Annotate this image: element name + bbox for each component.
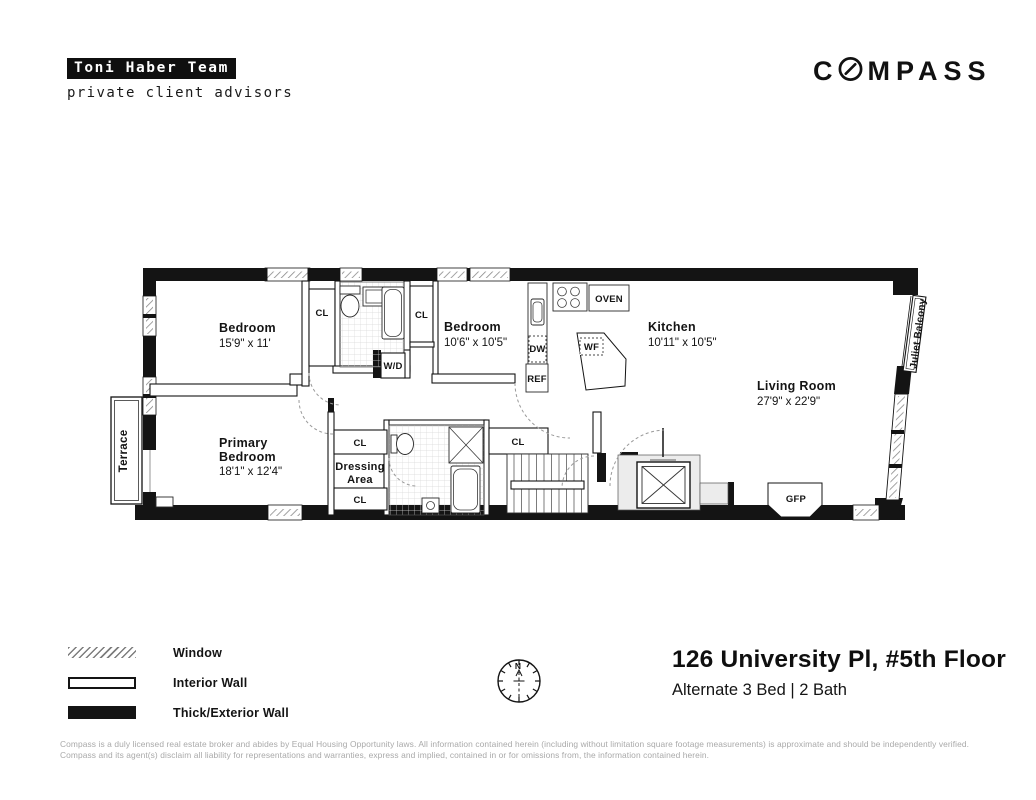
living-room-name: Living Room [757, 379, 836, 393]
oven-label: OVEN [595, 294, 623, 305]
address-title: 126 University Pl, #5th Floor [672, 646, 1006, 673]
washer-dryer-label: W/D [383, 361, 402, 372]
terrace: Terrace [110, 396, 143, 505]
closet-label: CL [315, 308, 328, 319]
staircase [506, 453, 589, 514]
team-name: Toni Haber Team [67, 58, 236, 79]
elevator [617, 428, 729, 511]
legend-exterior-wall-label: Thick/Exterior Wall [173, 705, 289, 720]
legend-row-exterior-wall: Thick/Exterior Wall [68, 705, 289, 720]
dressing-area-line1: Dressing [335, 461, 384, 473]
fireplace-label: GFP [786, 494, 807, 505]
disclaimer-text: Compass is a duly licensed real estate b… [60, 739, 970, 760]
closets: CL CL CL CL CL [315, 308, 549, 511]
window-swatch-icon [68, 647, 136, 658]
refrigerator-label: REF [527, 374, 547, 385]
legend-interior-wall-label: Interior Wall [173, 675, 248, 690]
compass-o-needle-icon [837, 54, 864, 88]
legend: Window Interior Wall Thick/Exterior Wall [68, 646, 289, 736]
compass-logo-rest: MPASS [867, 55, 992, 86]
legend-window-label: Window [173, 645, 222, 660]
interior-wall-swatch-icon [68, 676, 136, 689]
bedroom1-name: Bedroom [219, 321, 276, 335]
title-block: 126 University Pl, #5th Floor Alternate … [672, 646, 1006, 700]
kitchen-dims: 10'11" x 10'5" [648, 337, 717, 349]
legend-row-window: Window [68, 645, 289, 660]
bedroom2-dims: 10'6" x 10'5" [444, 337, 507, 349]
living-room-dims: 27'9" x 22'9" [757, 396, 820, 408]
closet-label: CL [415, 310, 428, 321]
floorplan-drawing: Terrace Juliet Balcony [100, 250, 940, 545]
bedroom1-dims: 15'9" x 11' [219, 338, 271, 350]
primary-bedroom-name2: Bedroom [219, 450, 276, 464]
kitchen-name: Kitchen [648, 320, 696, 334]
closet-label: CL [353, 495, 366, 506]
exterior-walls [135, 268, 918, 520]
wine-fridge-label: WF [584, 342, 599, 353]
dishwasher-label: DW [529, 344, 545, 355]
washer-dryer: W/D [380, 352, 406, 379]
closet-label: CL [353, 438, 366, 449]
dressing-area-line2: Area [347, 474, 373, 486]
closet-label: CL [511, 437, 524, 448]
legend-row-interior-wall: Interior Wall [68, 675, 289, 690]
bathroom-2 [388, 424, 485, 516]
compass-rose: N [488, 648, 550, 715]
exterior-wall-swatch-icon [68, 706, 136, 719]
compass-logo-c: C [813, 55, 839, 86]
bedroom2-name: Bedroom [444, 320, 501, 334]
room-labels: Bedroom 15'9" x 11' Bedroom 10'6" x 10'5… [219, 320, 836, 486]
bathroom-1 [339, 281, 405, 368]
compass-logo: C MPASS [813, 54, 992, 88]
primary-bedroom-dims: 18'1" x 12'4" [219, 466, 282, 478]
layout-subtitle: Alternate 3 Bed | 2 Bath [672, 681, 847, 699]
kitchen-fixtures: DW REF OVEN WF [525, 282, 630, 393]
primary-bedroom-name1: Primary [219, 436, 268, 450]
terrace-label: Terrace [118, 430, 130, 473]
compass-north-label: N [515, 661, 521, 671]
gas-fireplace: GFP [767, 482, 823, 518]
door-arcs [298, 372, 665, 489]
team-tagline: private client advisors [67, 85, 294, 101]
windows [142, 267, 880, 521]
juliet-balcony: Juliet Balcony [902, 294, 929, 374]
